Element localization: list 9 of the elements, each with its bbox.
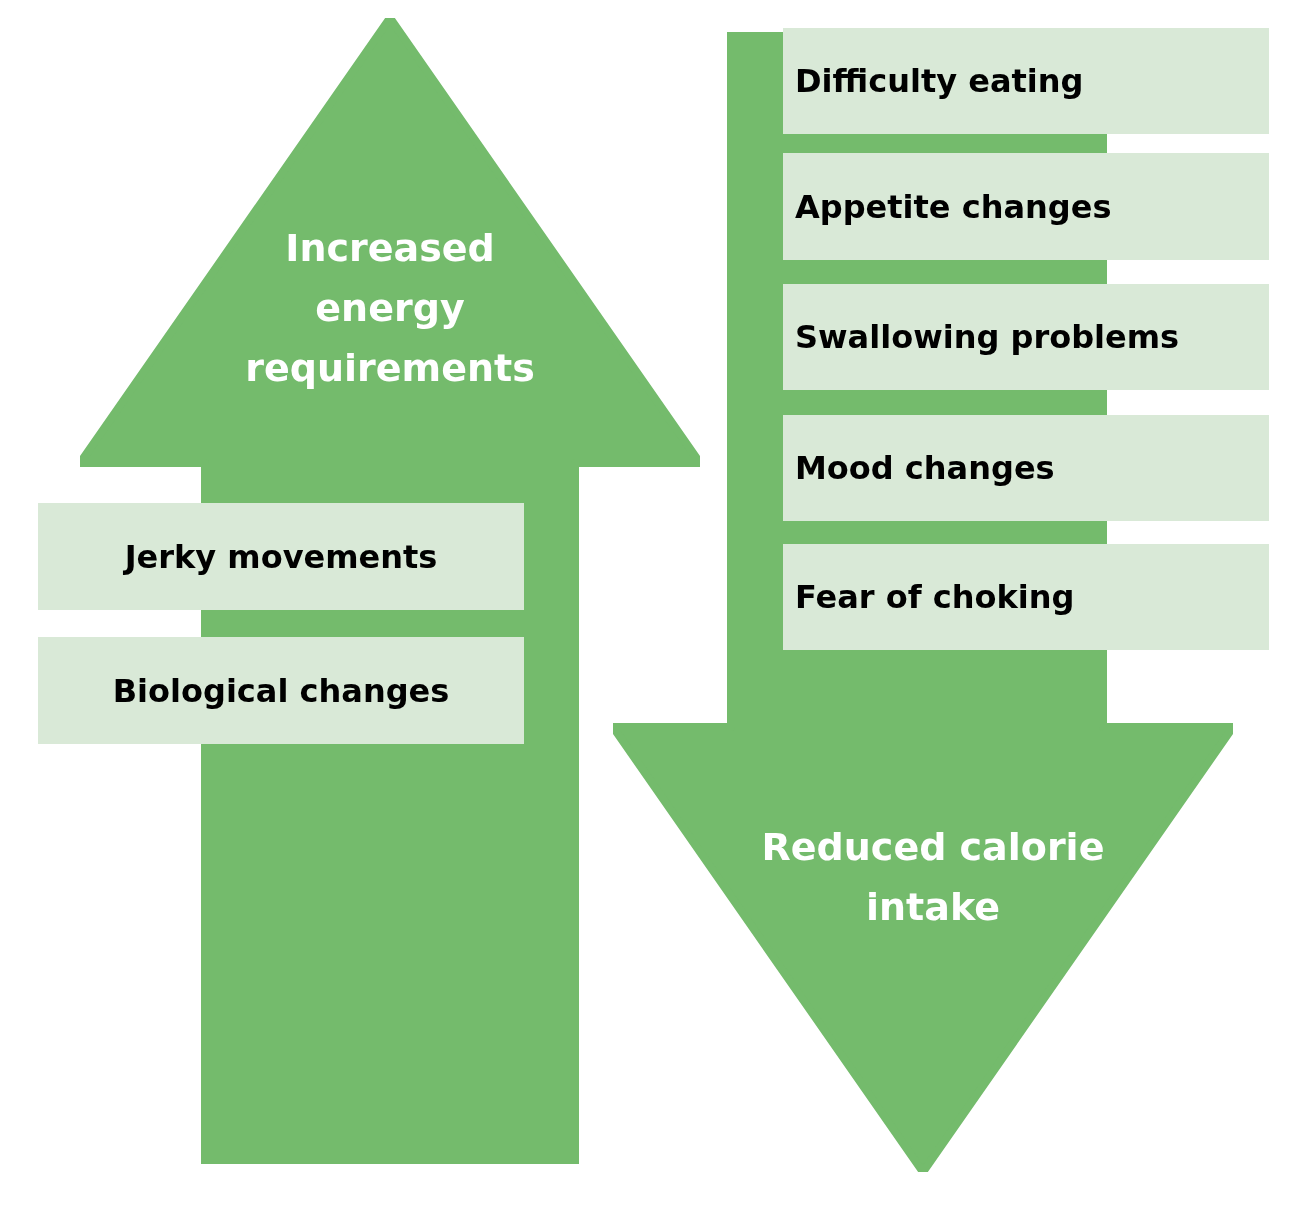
arrow-label: Reduced calorie intake	[760, 824, 1106, 931]
factor-card: Biological changes	[38, 637, 524, 744]
factor-card: Mood changes	[783, 415, 1269, 521]
factor-card: Fear of choking	[783, 544, 1269, 650]
factor-card: Appetite changes	[783, 153, 1269, 260]
arrow-label: Increased energy requirements	[244, 225, 536, 392]
factor-card: Swallowing problems	[783, 284, 1269, 390]
factor-card: Jerky movements	[38, 503, 524, 610]
factor-card: Difficulty eating	[783, 28, 1269, 134]
